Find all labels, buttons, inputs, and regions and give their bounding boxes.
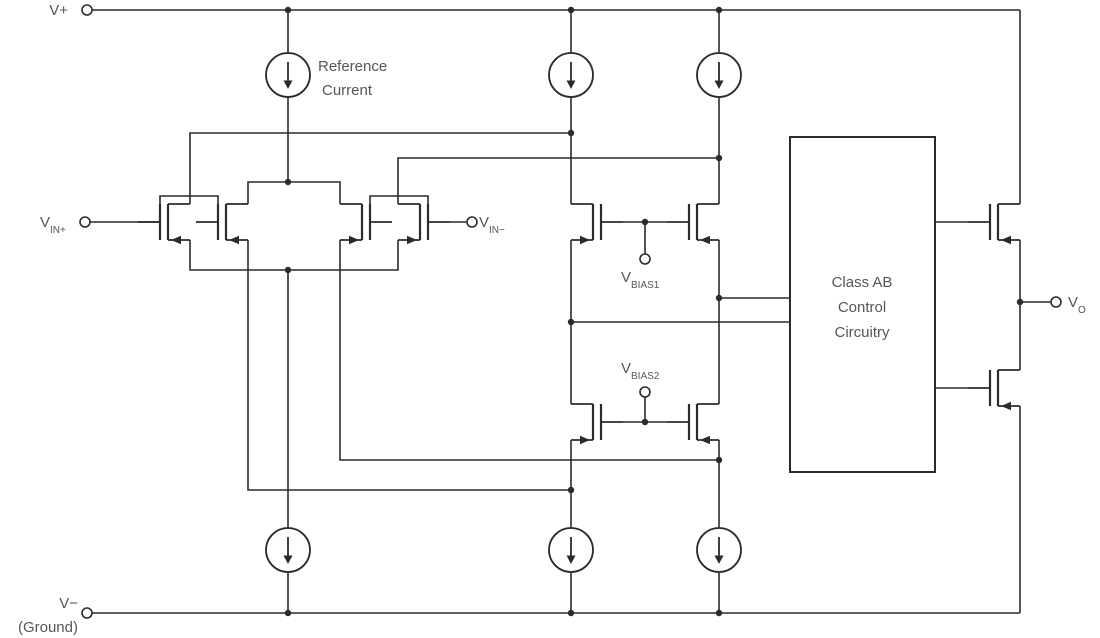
- label-vin-minus: V: [479, 214, 489, 231]
- mosfet-cascode-bottom-left: [569, 402, 625, 446]
- terminal-vin-minus: [466, 216, 478, 228]
- junction-dot: [1016, 298, 1024, 306]
- mosfet-output-top: [966, 202, 1022, 246]
- mosfet-input-inplus-p: [194, 202, 250, 246]
- junction-dot: [567, 318, 575, 326]
- label-vout-sub: O: [1078, 305, 1086, 316]
- terminal-vplus: [81, 4, 93, 16]
- current-source-bottom-left: [265, 527, 311, 573]
- terminal-vin-plus: [79, 216, 91, 228]
- mosfet-cascode-top-left: [569, 202, 625, 246]
- mosfet-input-inminus-n: [396, 202, 452, 246]
- terminal-vbias2: [639, 386, 651, 398]
- mosfet-cascode-top-right: [665, 202, 721, 246]
- label-vbias1-sub: BIAS1: [631, 280, 660, 291]
- label-vplus: V+: [49, 2, 68, 19]
- label-vin-plus: V: [40, 214, 50, 231]
- label-vin-plus-sub: IN+: [50, 225, 66, 236]
- current-source-top-middle: [548, 52, 594, 98]
- junction-dot: [715, 154, 723, 162]
- label-vin-minus-sub: IN−: [489, 225, 505, 236]
- current-source-leads: [287, 10, 720, 613]
- current-source-bottom-middle: [548, 527, 594, 573]
- junction-dot: [284, 6, 292, 14]
- current-source-reference: [265, 52, 311, 98]
- junction-dot: [284, 178, 292, 186]
- label-vbias2-sub: BIAS2: [631, 371, 660, 382]
- terminal-vout: [1050, 296, 1062, 308]
- junction-dot: [567, 129, 575, 137]
- junction-dot: [567, 6, 575, 14]
- junction-dot: [284, 266, 292, 274]
- mosfet-input-inminus-p: [338, 202, 394, 246]
- class-ab-label-line1: Class AB: [832, 274, 893, 291]
- label-reference-current-line1: Reference: [318, 58, 387, 75]
- terminal-vminus: [81, 607, 93, 619]
- junction-dot: [715, 294, 723, 302]
- label-vbias2: V: [621, 360, 631, 377]
- label-vbias1: V: [621, 269, 631, 286]
- junction-dot: [567, 486, 575, 494]
- terminal-vbias1: [639, 253, 651, 265]
- current-source-bottom-right: [696, 527, 742, 573]
- class-ab-label-line3: Circuitry: [835, 324, 890, 341]
- input-stage-wires: [90, 132, 719, 491]
- junction-dot: [567, 609, 575, 617]
- class-ab-box: [789, 136, 936, 473]
- label-reference-current-line2: Current: [322, 82, 373, 99]
- junction-dot: [284, 609, 292, 617]
- label-vout: V: [1068, 294, 1078, 311]
- label-ground: (Ground): [18, 619, 78, 636]
- junction-dot: [715, 456, 723, 464]
- junction-dots: [284, 6, 1024, 617]
- junction-dot: [641, 218, 649, 226]
- mosfet-output-bottom: [966, 368, 1022, 412]
- junction-dot: [641, 418, 649, 426]
- class-ab-label-line2: Control: [838, 299, 886, 316]
- junction-dot: [715, 609, 723, 617]
- current-source-top-right: [696, 52, 742, 98]
- mosfet-input-inplus-n: [136, 202, 192, 246]
- label-vminus: V−: [59, 595, 78, 612]
- mosfet-cascode-bottom-right: [665, 402, 721, 446]
- junction-dot: [715, 6, 723, 14]
